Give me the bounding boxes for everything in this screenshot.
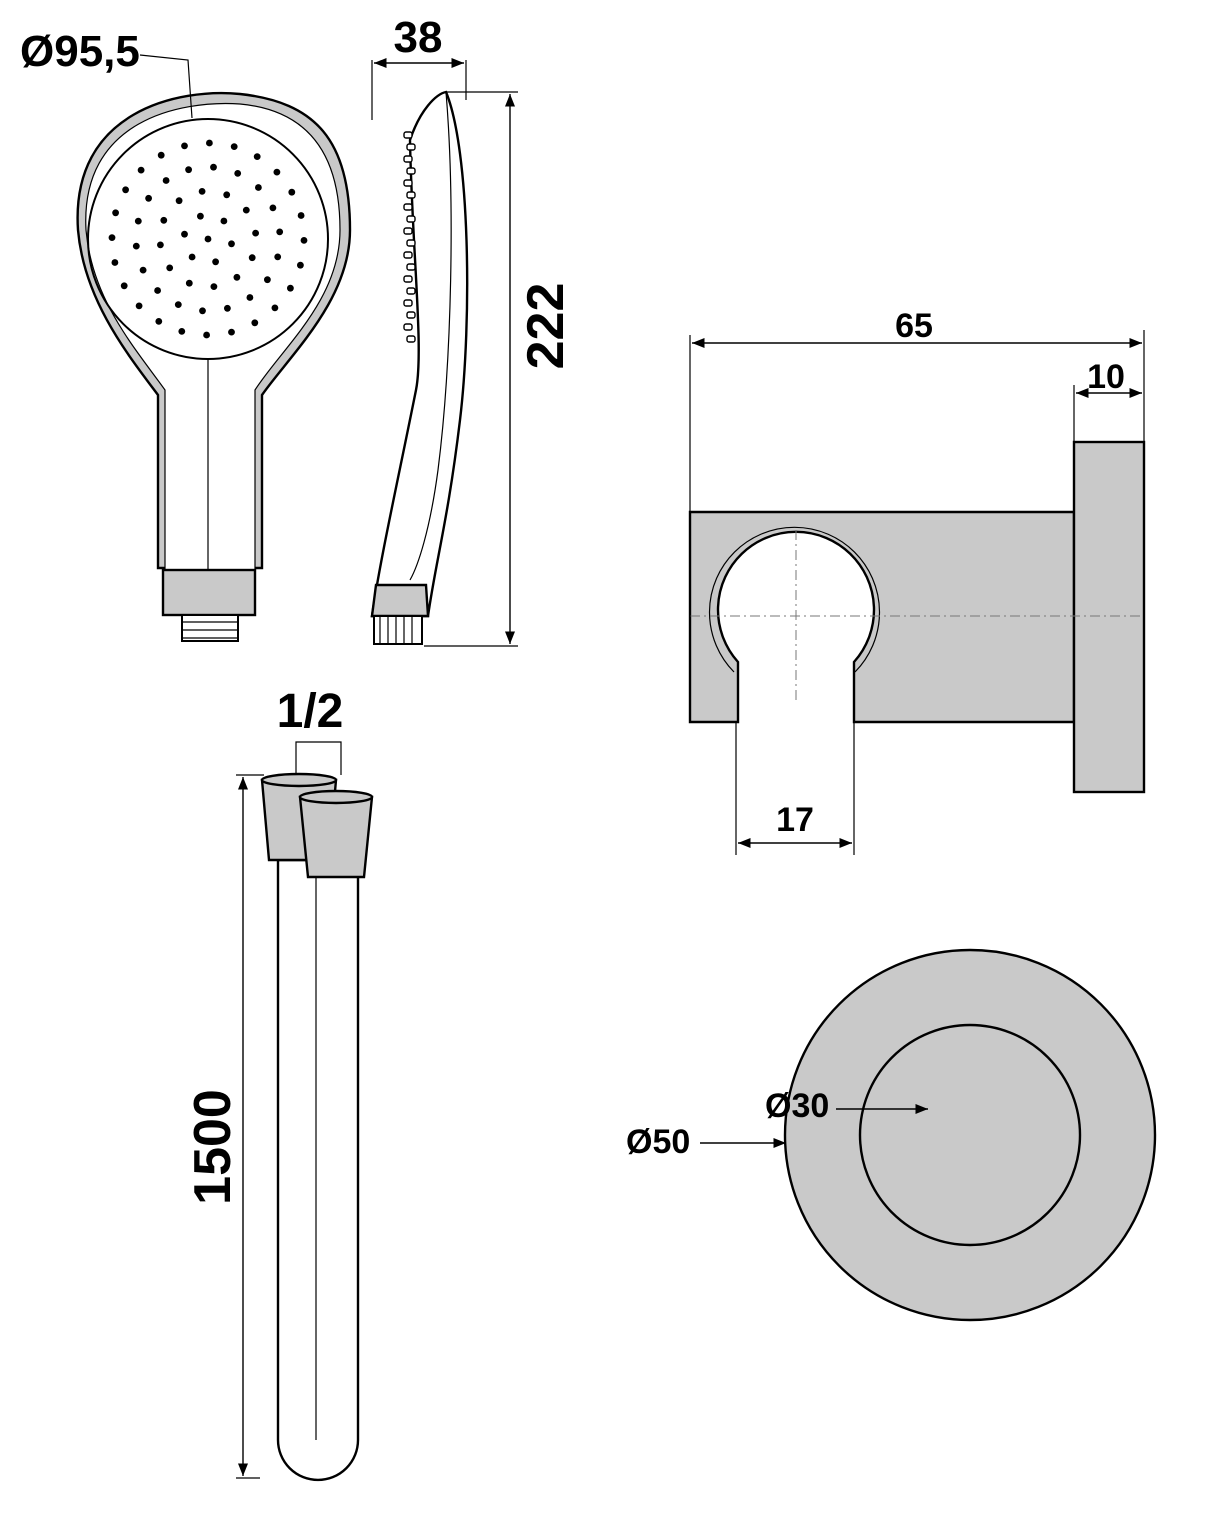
flange-inner-diameter-label: Ø30 xyxy=(765,1087,829,1125)
nozzle-dot xyxy=(255,184,262,191)
nozzle-dot xyxy=(228,328,235,336)
nozzle-dot xyxy=(253,153,261,161)
side-nozzle xyxy=(403,179,413,187)
nozzle-dot xyxy=(111,259,119,266)
side-nozzle xyxy=(406,239,416,247)
nozzle-dot xyxy=(212,258,220,266)
nozzle-dot xyxy=(233,273,241,281)
nozzle-dot xyxy=(297,212,305,219)
nozzle-dot xyxy=(210,163,217,171)
side-nozzle xyxy=(406,167,416,175)
nozzle-dot xyxy=(230,143,238,151)
nozzle-dot xyxy=(228,240,235,248)
nozzle-dot xyxy=(206,139,213,147)
side-spray-nozzles xyxy=(403,131,416,343)
nozzle-dot xyxy=(157,241,164,249)
hose-length-label: 1500 xyxy=(184,1089,242,1205)
nozzle-dot xyxy=(181,142,188,150)
nozzle-dot xyxy=(185,166,193,174)
nozzle-dot xyxy=(162,177,170,184)
wall-holder-side-view: 65 10 17 xyxy=(688,307,1146,855)
nozzle-dot xyxy=(264,276,271,284)
nozzle-dot xyxy=(134,217,142,225)
side-nozzle xyxy=(403,203,413,211)
nozzle-dot xyxy=(203,331,211,339)
holder-projection-label: 65 xyxy=(895,307,933,345)
wall-flange-front-view: Ø30 Ø50 xyxy=(626,948,1157,1322)
nozzle-dot xyxy=(157,151,165,159)
nozzle-dot xyxy=(108,234,116,242)
nozzle-dot xyxy=(248,254,256,262)
nozzle-dot xyxy=(252,229,259,237)
nozzle-dot xyxy=(251,319,259,327)
side-nozzle xyxy=(403,131,413,139)
nozzle-dot xyxy=(155,318,163,325)
nozzle-dot xyxy=(112,209,119,217)
nozzle-dot xyxy=(188,253,196,261)
nozzle-dot xyxy=(160,216,168,224)
side-nozzle xyxy=(406,311,416,319)
nozzle-dot xyxy=(287,284,294,292)
nozzle-dot xyxy=(220,217,228,225)
side-nozzle xyxy=(403,251,413,259)
nozzle-dot xyxy=(120,282,128,290)
nozzle-dot xyxy=(197,212,204,220)
nozzle-dot xyxy=(269,204,277,212)
nozzle-dot xyxy=(185,279,193,287)
shower-hose: 1/2 1500 xyxy=(184,685,374,1482)
nozzle-dot xyxy=(271,304,279,312)
nozzle-dot xyxy=(297,261,304,269)
side-nozzle xyxy=(406,263,416,271)
head-diameter-label: Ø95,5 xyxy=(20,27,140,76)
nozzle-dot xyxy=(300,237,308,244)
side-nozzle xyxy=(403,227,413,235)
side-nozzle xyxy=(403,323,413,331)
nozzle-dot xyxy=(154,287,162,294)
nozzle-dot xyxy=(145,194,153,202)
nozzle-dot xyxy=(273,168,281,176)
nozzle-dot xyxy=(224,304,231,312)
thread-size-label: 1/2 xyxy=(277,685,344,738)
flange-outer-diameter-label: Ø50 xyxy=(626,1123,690,1161)
nozzle-dot xyxy=(234,170,242,177)
spray-nozzles xyxy=(108,139,308,339)
nozzle-dot xyxy=(276,228,284,236)
side-nozzle xyxy=(406,335,416,343)
handshower-side-view: 38 222 xyxy=(370,13,575,647)
nozzle-dot xyxy=(178,328,186,335)
handshower-front-view: Ø95,5 xyxy=(20,27,352,642)
nozzle-dot xyxy=(199,307,206,315)
flange-thickness-label: 10 xyxy=(1087,358,1125,396)
side-nozzle xyxy=(403,155,413,163)
nozzle-dot xyxy=(288,188,296,196)
side-nozzle xyxy=(406,191,416,199)
nozzle-dot xyxy=(137,166,145,174)
nozzle-dot xyxy=(210,283,218,290)
side-nozzle xyxy=(406,215,416,223)
nozzle-dot xyxy=(166,264,174,272)
head-thickness-label: 38 xyxy=(394,13,443,62)
side-nozzle xyxy=(406,143,416,151)
nozzle-dot xyxy=(175,197,183,205)
nozzle-dot xyxy=(246,294,254,301)
nozzle-dot xyxy=(274,253,282,261)
handshower-length-label: 222 xyxy=(517,283,575,370)
cradle-opening-label: 17 xyxy=(776,801,814,839)
side-nozzle xyxy=(403,275,413,283)
nozzle-dot xyxy=(139,266,147,274)
nozzle-dot xyxy=(174,301,182,308)
nozzle-dot xyxy=(242,206,250,214)
side-nozzle xyxy=(406,287,416,295)
nozzle-dot xyxy=(132,242,140,250)
nozzle-dot xyxy=(135,302,143,310)
nozzle-dot xyxy=(122,186,129,194)
nozzle-dot xyxy=(181,230,188,238)
nozzle-dot xyxy=(204,235,212,243)
nozzle-dot xyxy=(223,191,231,199)
side-nozzle xyxy=(403,299,413,307)
nozzle-dot xyxy=(198,188,206,195)
